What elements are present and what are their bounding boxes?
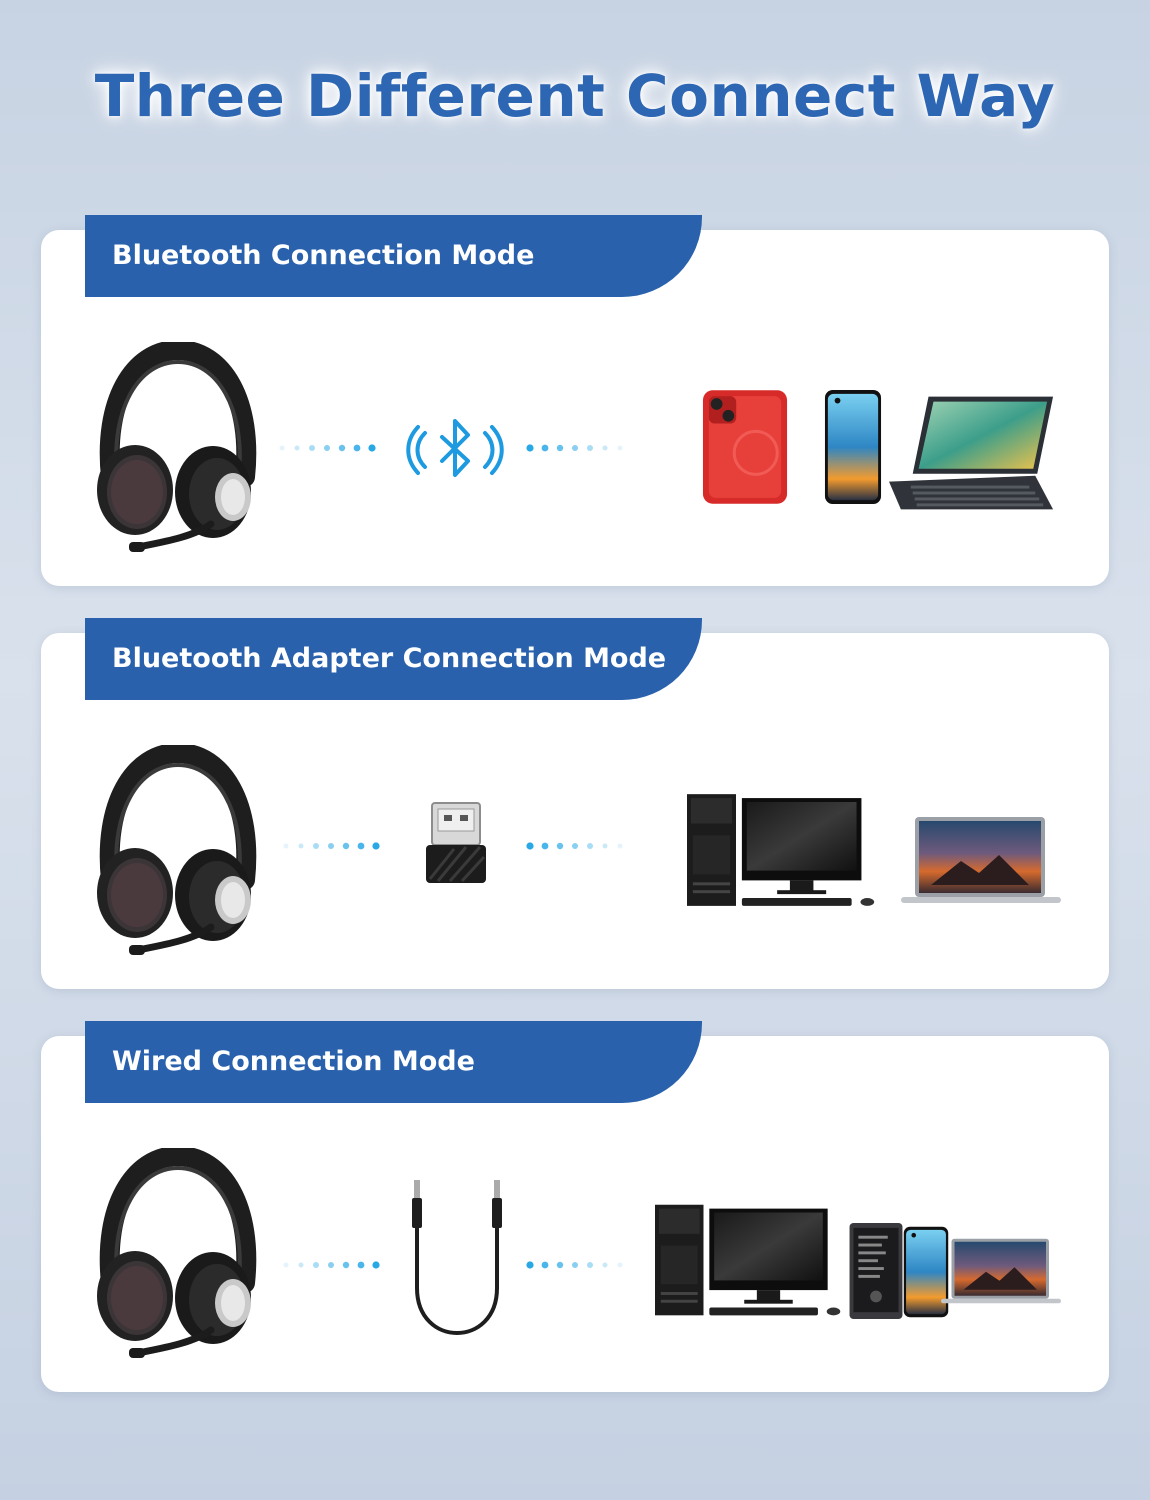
red-phone-icon [701, 388, 789, 506]
desktop-pc-icon [687, 791, 883, 911]
headset-icon [93, 1148, 263, 1363]
music-player-icon [848, 1222, 904, 1320]
connection-dots [283, 842, 380, 850]
mode-tab: Bluetooth Connection Mode [85, 215, 702, 297]
tablet-keyboard-icon [889, 392, 1057, 512]
laptop-icon [901, 815, 1061, 905]
connection-dots [526, 842, 623, 850]
adapter-mode-card: Bluetooth Adapter Connection Mode [41, 618, 1109, 989]
smartphone-icon [824, 388, 882, 506]
mode-label: Wired Connection Mode [112, 1046, 475, 1077]
connection-dots [283, 1261, 380, 1269]
aux-cable-icon [407, 1178, 507, 1343]
wired-mode-card: Wired Connection Mode [41, 1021, 1109, 1392]
bluetooth-mode-card: Bluetooth Connection Mode [41, 215, 1109, 586]
mode-label: Bluetooth Adapter Connection Mode [112, 643, 667, 674]
laptop-icon [941, 1226, 1061, 1316]
usb-adapter-icon [424, 801, 488, 885]
connection-dots [526, 444, 623, 452]
connection-dots [279, 444, 376, 452]
mode-tab: Bluetooth Adapter Connection Mode [85, 618, 702, 700]
mode-label: Bluetooth Connection Mode [112, 240, 535, 271]
page-title: Three Different Connect Way [94, 62, 1056, 130]
bluetooth-icon [404, 415, 506, 485]
headset-icon [93, 745, 263, 960]
mode-tab: Wired Connection Mode [85, 1021, 702, 1103]
connection-dots [526, 1261, 623, 1269]
headset-icon [93, 342, 263, 557]
desktop-pc-icon [655, 1202, 849, 1320]
